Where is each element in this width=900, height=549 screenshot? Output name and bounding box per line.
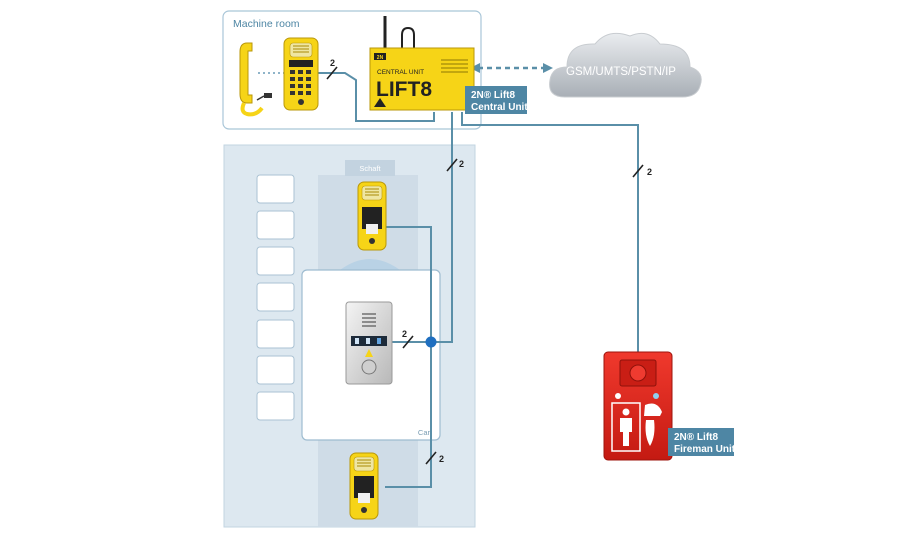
shaft-label: Schaft [359,164,381,173]
floor-box [256,246,295,276]
wire-label-bottom: 2 [439,454,444,464]
wire-fireman [461,112,639,352]
central-unit-tag: 2N® Lift8 Central Unit [465,86,528,114]
fireman-icon [611,402,662,452]
fireman-unit-tag: 2N® Lift8 Fireman Unit [668,428,736,456]
floor-box [256,391,295,421]
fireman-unit [603,351,673,461]
wire-label-car-panel: 2 [402,329,407,339]
central-unit: 2N CENTRAL UNIT LIFT8 [369,16,475,111]
wire-label-fireman: 2 [647,167,652,177]
car-label: Car [418,428,431,437]
shaft-top-intercom [357,181,387,251]
wire-handset [318,72,435,122]
wire-bottom-unit [385,342,432,488]
fireman-unit-tag-line1: 2N® Lift8 [674,432,718,443]
floor-box [256,355,295,385]
wire-top-unit [385,226,432,342]
floor-box [256,174,295,204]
floor-box [256,319,295,349]
wires [318,72,639,488]
central-unit-tag-line1: 2N® Lift8 [471,90,515,101]
telephone-handset-icon [239,42,272,117]
junction-node [425,336,437,348]
machine-room-intercom [283,37,319,111]
wire-label-central: 2 [459,159,464,169]
network-link [470,63,553,73]
alarm-bell-icon [365,349,373,357]
central-unit-tag-line2: Central Unit [471,102,528,113]
floor-box [256,210,295,240]
wire-markers [326,66,644,465]
fireman-unit-tag-line2: Fireman Unit [674,444,736,455]
cloud-icon: GSM/UMTS/PSTN/IP [549,32,702,98]
shaft-bottom-intercom [349,452,379,520]
wire-label-handset: 2 [330,58,335,68]
floor-indicators [256,174,295,421]
central-unit-logo: LIFT8 [376,78,432,101]
network-label: GSM/UMTS/PSTN/IP [566,66,676,78]
car-intercom-panel [345,301,393,385]
wire-central-car [431,112,453,343]
machine-room-label: Machine room [233,18,300,30]
central-unit-brand: 2N [377,55,384,61]
floor-box [256,282,295,312]
central-unit-small-label: CENTRAL UNIT [377,69,424,76]
